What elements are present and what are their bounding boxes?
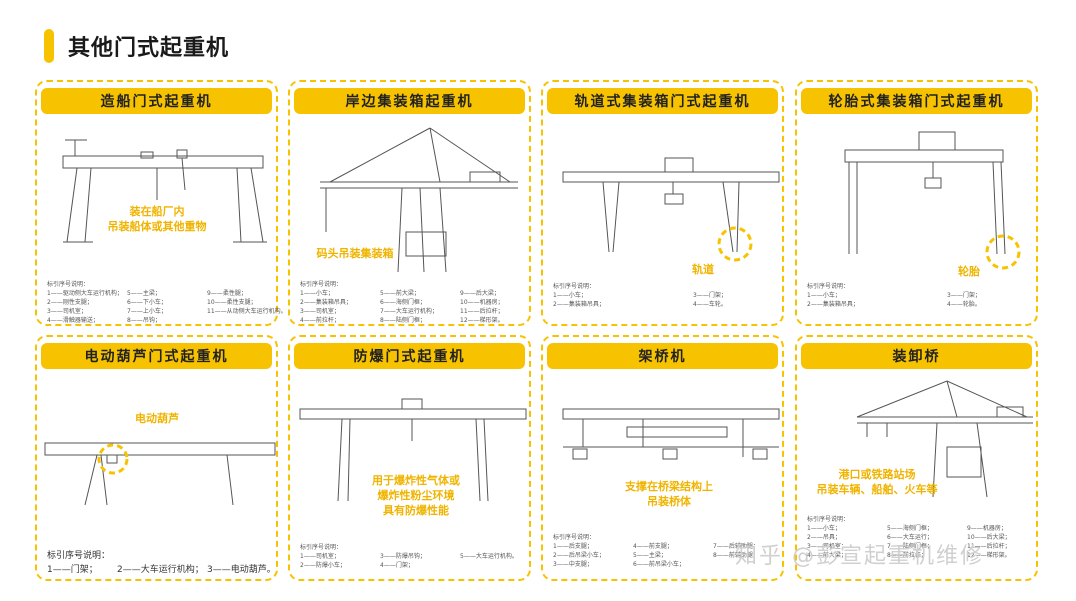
quayside-crane-diagram [320, 127, 518, 273]
electric-hoist-crane-diagram [44, 442, 276, 506]
shipbuilding-crane-diagram [62, 139, 267, 243]
annotation-text: 用于爆炸性气体或爆炸性粉尘环境具有防爆性能 [372, 474, 460, 517]
card-rail-mounted-container-gantry-crane: 轨道式集装箱门式起重机 轨道 标引序号说明： 1——小车；3——门架； 2——集… [541, 80, 784, 326]
card-loading-unloading-bridge: 装卸桥 港口或铁路站场吊装车辆、船舶、火车等 标引序号说明： 1——小车；5——… [795, 335, 1038, 581]
rail-crane-diagram [562, 157, 780, 262]
page-title: 其他门式起重机 [68, 36, 230, 61]
card-quayside-container-crane: 岸边集装箱起重机 码头吊装集装箱 标引序号说明： 1——小车；5——前大梁；9—… [288, 80, 531, 326]
loading-bridge-diagram [856, 380, 1033, 498]
legend: 标引序号说明： 1——小车；5——海侧门框；9——机器房； 2——吊具；6——大… [807, 516, 1011, 559]
annotation-text: 轨道 [692, 263, 714, 276]
watermark: 知乎 @彭宣起重机维修 [735, 544, 984, 569]
card-title: 岸边集装箱起重机 [294, 88, 525, 114]
page-header: 其他门式起重机 [44, 26, 229, 66]
bridge-erecting-machine-diagram [562, 408, 780, 460]
annotation-text: 电动葫芦 [135, 412, 179, 425]
card-title: 轨道式集装箱门式起重机 [547, 88, 778, 114]
legend: 标引序号说明： 1——小车；3——门架； 2——集装箱吊具；4——轮胎。 [807, 283, 981, 308]
card-title: 架桥机 [547, 343, 778, 369]
legend: 标引序号说明： 1——小车；5——前大梁；9——后大梁； 2——集装箱吊具；6—… [300, 281, 504, 324]
card-rubber-tyred-container-gantry-crane: 轮胎式集装箱门式起重机 轮胎 标引序号说明： 1——小车；3——门架； 2——集… [795, 80, 1038, 326]
annotation-text: 码头吊装集装箱 [316, 247, 394, 260]
title-accent-bar [44, 29, 54, 63]
annotation-text: 装在船厂内吊装船体或其他重物 [107, 205, 207, 233]
card-title: 轮胎式集装箱门式起重机 [801, 88, 1032, 114]
annotation-text: 轮胎 [958, 265, 980, 278]
card-electric-hoist-gantry-crane: 电动葫芦门式起重机 电动葫芦 标引序号说明： 1——门架；2——大车运行机构；3… [35, 335, 278, 581]
legend: 标引序号说明： 1——小车；3——门架； 2——集装箱吊具；4——车轮。 [553, 283, 727, 308]
explosion-proof-crane-diagram [299, 398, 527, 502]
card-title: 造船门式起重机 [41, 88, 272, 114]
card-explosion-proof-gantry-crane: 防爆门式起重机 用于爆炸性气体或爆炸性粉尘环境具有防爆性能 标引序号说明： 1—… [288, 335, 531, 581]
card-title: 防爆门式起重机 [294, 343, 525, 369]
card-title: 装卸桥 [801, 343, 1032, 369]
legend: 标引序号说明： 1——门架；2——大车运行机构；3——电动葫芦。 [47, 551, 276, 575]
annotation-text: 支撑在桥梁结构上吊装桥体 [625, 480, 713, 508]
card-title: 电动葫芦门式起重机 [41, 343, 272, 369]
legend: 标引序号说明： 1——后支腿；4——前支腿；7——后辅助腿； 2——后吊梁小车；… [553, 534, 759, 568]
legend: 标引序号说明： 1——司机室；3——防爆吊钩；5——大车运行机构。 2——防爆小… [300, 544, 518, 569]
rubber-tyred-crane-diagram [844, 131, 1021, 270]
legend: 标引序号说明： 1——驱动侧大车运行机构；5——主梁；9——柔性腿； 2——刚性… [47, 281, 287, 324]
card-bridge-erecting-machine: 架桥机 支撑在桥梁结构上吊装桥体 标引序号说明： 1——后支腿；4——前支腿；7… [541, 335, 784, 581]
card-shipbuilding-gantry-crane: 造船门式起重机 装在船厂内吊装船体或其他重物 标引序号说明： 1——驱动侧大车运… [35, 80, 287, 326]
annotation-text: 港口或铁路站场吊装车辆、船舶、火车等 [816, 468, 938, 496]
